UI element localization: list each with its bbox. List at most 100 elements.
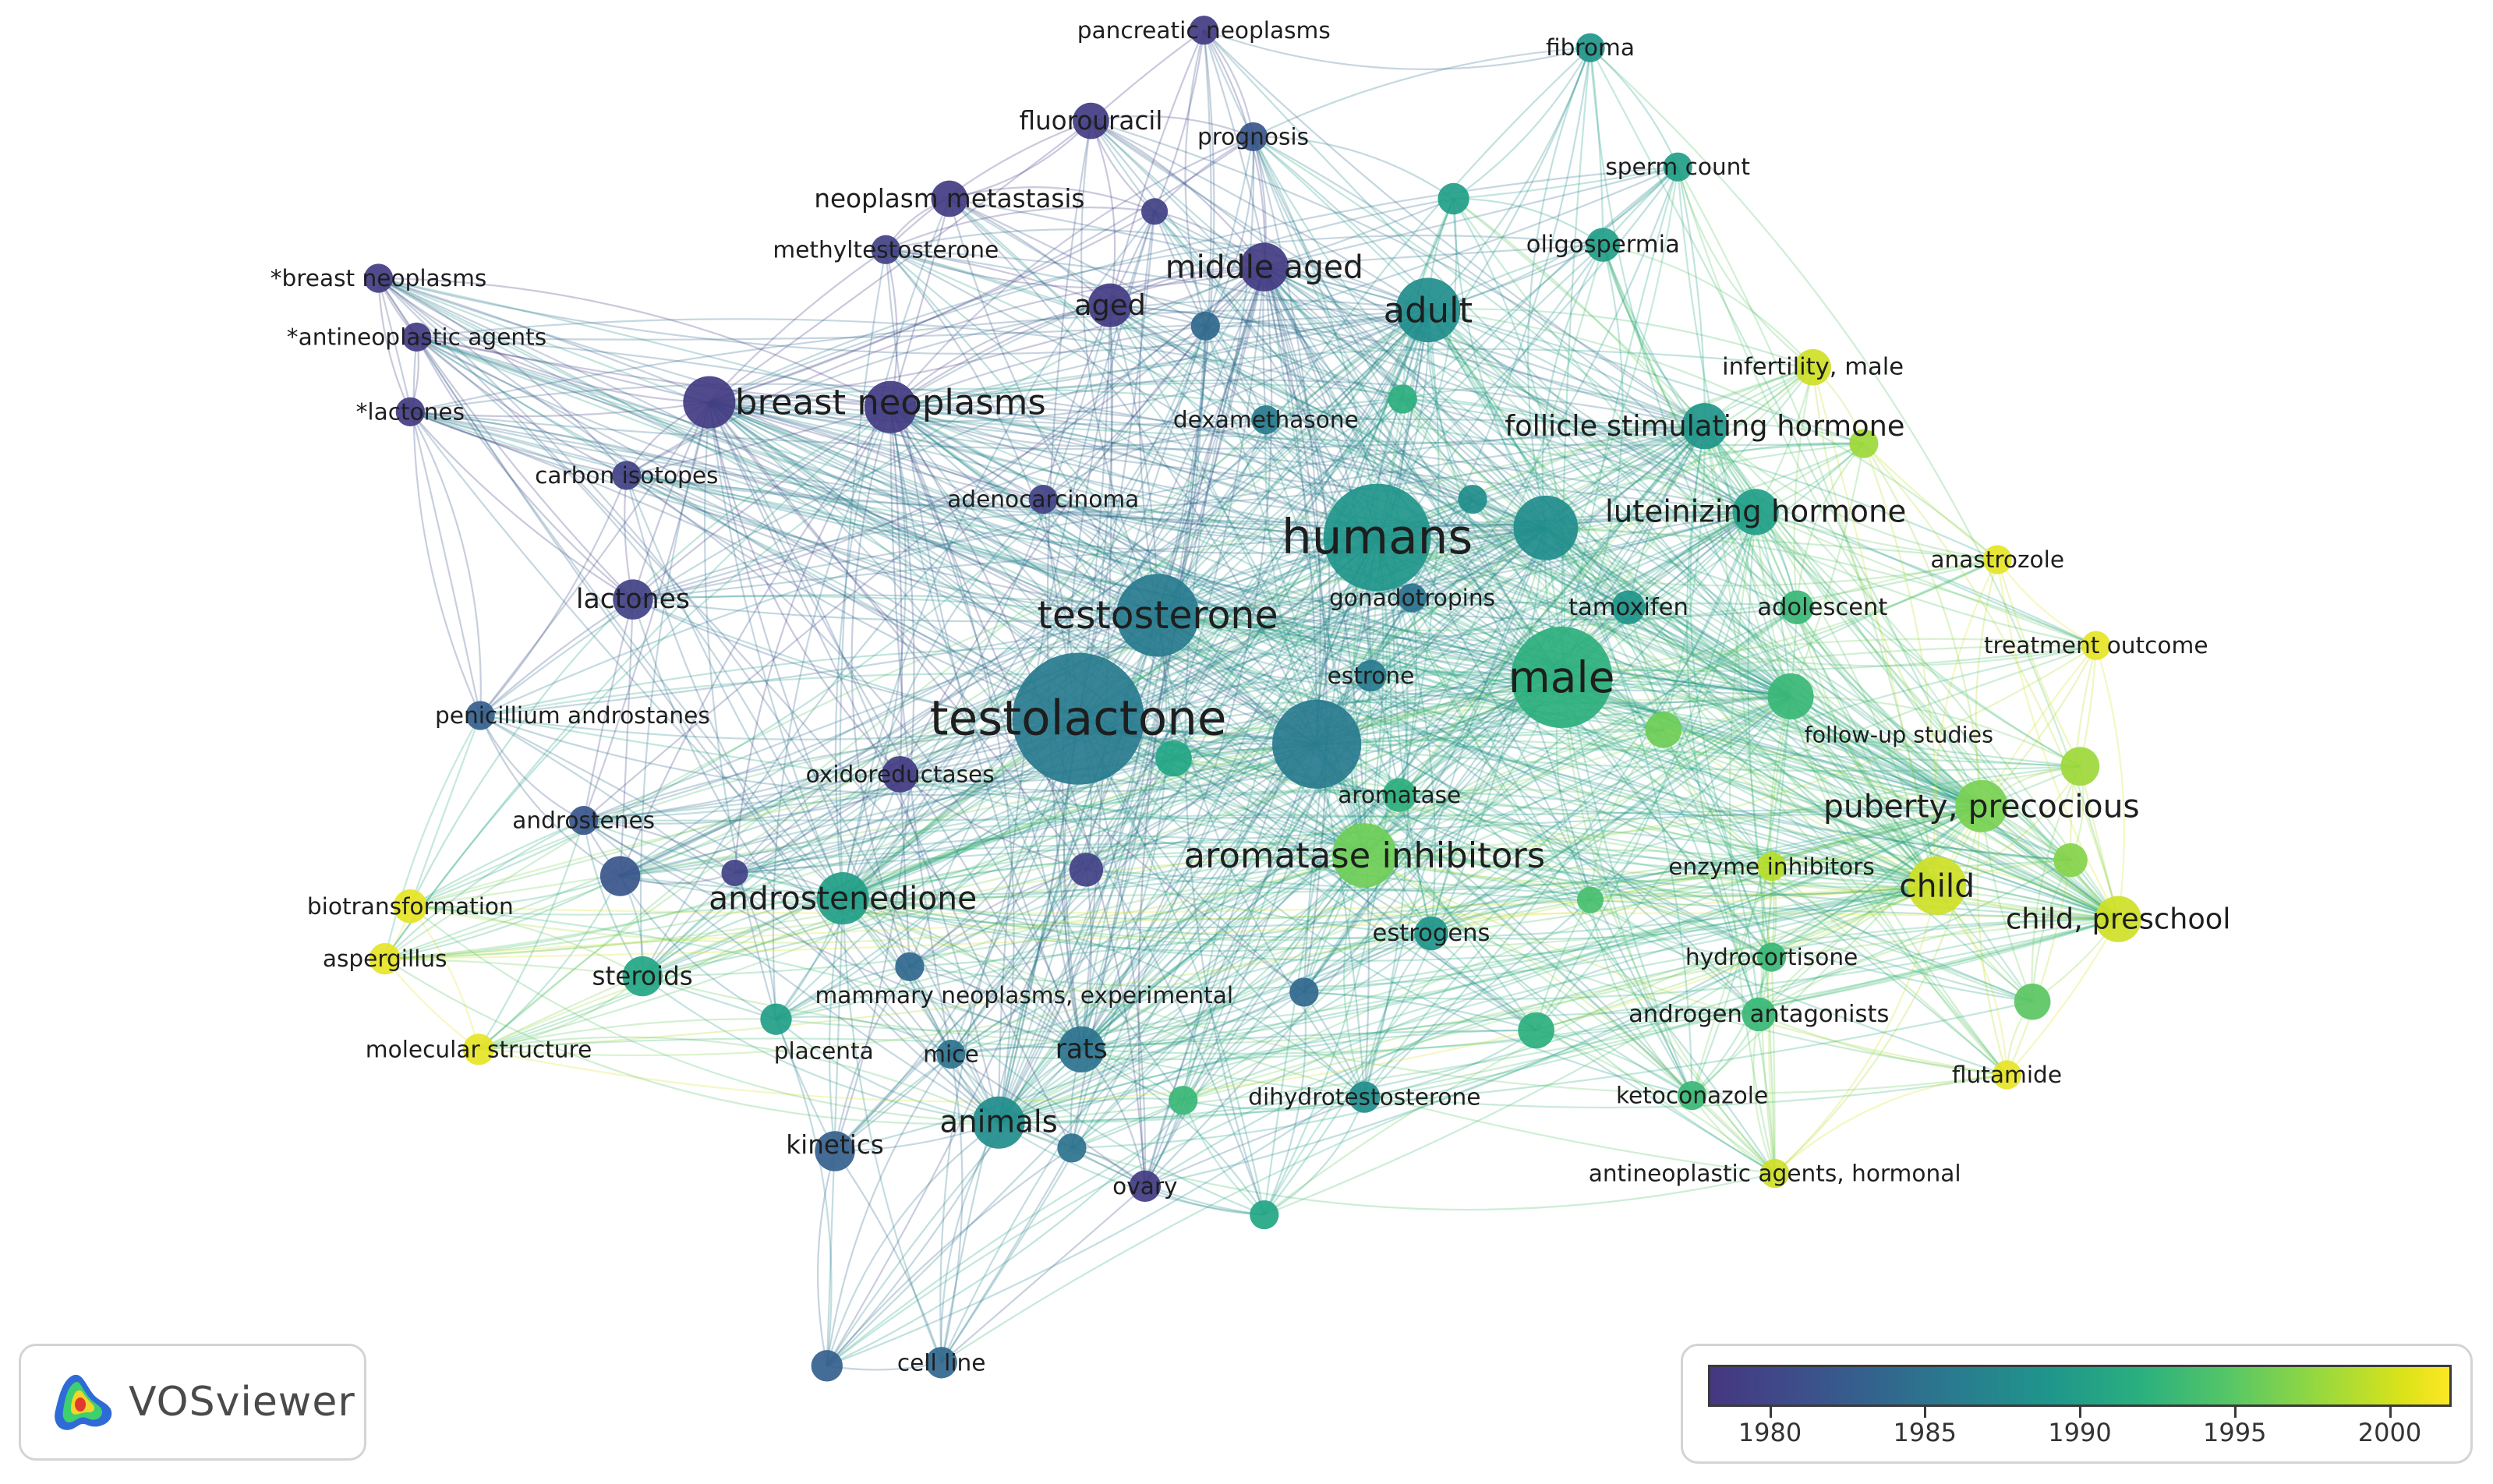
node-treatment-outcome[interactable]: [2081, 631, 2111, 660]
node-testolactone[interactable]: [1012, 652, 1144, 785]
node-extra-c[interactable]: [1155, 740, 1192, 777]
node-kinetics[interactable]: [815, 1131, 855, 1171]
node-extra-r[interactable]: [1057, 1133, 1087, 1163]
label-hydrocortisone[interactable]: hydrocortisone: [1685, 944, 1858, 970]
node-fluorouracil[interactable]: [1073, 102, 1109, 140]
node-lh-hub[interactable]: [1513, 495, 1579, 560]
node-extra-i[interactable]: [1388, 384, 1417, 414]
label-humans[interactable]: humans: [1282, 510, 1473, 565]
node-fibroma[interactable]: [1575, 33, 1605, 62]
node-child-preschool[interactable]: [2095, 896, 2141, 942]
label-mammary-neoplasms-experimental[interactable]: mammary neoplasms, experimental: [815, 982, 1233, 1009]
node-steroids[interactable]: [622, 956, 663, 997]
node-child[interactable]: [1908, 856, 1967, 915]
node-breast-neoplasms-star[interactable]: [363, 263, 394, 293]
node-neoplasm-metastasis[interactable]: [931, 180, 968, 217]
node-dexamethasone[interactable]: [1251, 405, 1281, 435]
label-neoplasm-metastasis[interactable]: neoplasm metastasis: [814, 184, 1084, 214]
node-oligospermia[interactable]: [1586, 228, 1621, 262]
label-steroids[interactable]: steroids: [592, 962, 693, 991]
node-testosterone[interactable]: [1116, 574, 1200, 657]
label-follow-up-studies[interactable]: follow-up studies: [1805, 721, 1993, 747]
node-penicillium-androstanes[interactable]: [465, 701, 495, 730]
node-lactones[interactable]: [613, 579, 653, 620]
node-extra-t[interactable]: [1169, 1086, 1198, 1115]
node-hub-aromatase[interactable]: [1272, 699, 1362, 789]
label-oxidoreductases[interactable]: oxidoreductases: [806, 761, 995, 787]
node-aged[interactable]: [1087, 283, 1132, 327]
label-lactones[interactable]: lactones: [576, 584, 690, 615]
node-extra-u[interactable]: [1849, 429, 1879, 458]
label-penicillium-androstanes[interactable]: penicillium androstanes: [435, 702, 710, 729]
label-male[interactable]: male: [1508, 652, 1615, 702]
label-mice[interactable]: mice: [923, 1041, 979, 1068]
label-testosterone[interactable]: testosterone: [1038, 593, 1278, 638]
label-adult[interactable]: adult: [1384, 289, 1473, 330]
node-mice[interactable]: [936, 1039, 966, 1069]
node-extra-q[interactable]: [1250, 1200, 1279, 1230]
node-androstenes[interactable]: [569, 806, 599, 836]
node-flutamide[interactable]: [1992, 1060, 2022, 1090]
node-extra-m[interactable]: [1190, 311, 1220, 341]
label-middle-aged[interactable]: middle aged: [1165, 249, 1363, 286]
node-prognosis[interactable]: [1238, 122, 1268, 152]
node-extra-d[interactable]: [1645, 712, 1682, 748]
node-infertility-male[interactable]: [1795, 348, 1831, 386]
label-adolescent[interactable]: adolescent: [1757, 594, 1887, 621]
label-androstenedione[interactable]: androstenedione: [709, 880, 977, 917]
label-rats[interactable]: rats: [1056, 1034, 1108, 1065]
label-cell-line[interactable]: cell line: [897, 1349, 986, 1376]
node-puberty-precocious[interactable]: [1955, 779, 2008, 832]
label-aromatase[interactable]: aromatase: [1338, 782, 1461, 808]
label-fibroma[interactable]: fibroma: [1546, 34, 1635, 61]
node-oxidoreductases[interactable]: [882, 756, 918, 793]
node-pancreatic-neoplasms[interactable]: [1189, 16, 1218, 45]
label-tamoxifen[interactable]: tamoxifen: [1568, 594, 1689, 621]
label-pancreatic-neoplasms[interactable]: pancreatic neoplasms: [1077, 17, 1331, 44]
label-ovary[interactable]: ovary: [1112, 1173, 1177, 1200]
label-biotransformation[interactable]: biotransformation: [307, 893, 514, 920]
label-puberty-precocious[interactable]: puberty, precocious: [1823, 787, 2140, 825]
label-placenta[interactable]: placenta: [774, 1037, 874, 1064]
node-extra-s[interactable]: [721, 859, 748, 887]
label-breast-neoplasms-star[interactable]: *breast neoplasms: [271, 265, 487, 292]
label-prognosis[interactable]: prognosis: [1197, 123, 1309, 150]
label-sperm-count[interactable]: sperm count: [1605, 154, 1750, 180]
node-aromatase-inhibitors[interactable]: [1331, 823, 1397, 888]
node-adolescent[interactable]: [1780, 590, 1814, 625]
label-breast-neoplasms[interactable]: breast neoplasms: [735, 382, 1046, 423]
node-rats[interactable]: [1058, 1026, 1105, 1073]
node-estrone[interactable]: [1355, 659, 1387, 692]
label-aromatase-inhibitors[interactable]: aromatase inhibitors: [1183, 835, 1545, 876]
label-child[interactable]: child: [1899, 867, 1975, 904]
node-sperm-count[interactable]: [1663, 152, 1692, 182]
label-animals[interactable]: animals: [939, 1105, 1058, 1140]
label-carbon-isotopes[interactable]: carbon isotopes: [535, 462, 718, 489]
node-cell-line[interactable]: [925, 1347, 957, 1379]
label-adenocarcinoma[interactable]: adenocarcinoma: [947, 486, 1139, 513]
node-animals[interactable]: [972, 1096, 1025, 1149]
node-male[interactable]: [1511, 627, 1613, 729]
node-adult[interactable]: [1395, 277, 1461, 343]
label-infertility-male[interactable]: infertility, male: [1722, 354, 1904, 381]
node-aromatase[interactable]: [1382, 778, 1416, 812]
node-aspergillus[interactable]: [369, 942, 401, 975]
label-estrogens[interactable]: estrogens: [1373, 920, 1490, 947]
label-fluorouracil[interactable]: fluorouracil: [1019, 106, 1162, 136]
node-androstenedione[interactable]: [816, 872, 869, 925]
label-antineoplastic-agents-hormonal[interactable]: antineoplastic agents, hormonal: [1589, 1161, 1961, 1187]
node-extra-o[interactable]: [811, 1350, 843, 1382]
node-extra-n[interactable]: [1576, 886, 1604, 913]
node-estrogens[interactable]: [1414, 916, 1448, 951]
node-adenocarcinoma[interactable]: [1028, 484, 1058, 514]
label-androstenes[interactable]: androstenes: [512, 807, 655, 834]
node-enzyme-inhibitors[interactable]: [1756, 852, 1787, 882]
node-luteinizing-hormone[interactable]: [1732, 489, 1779, 535]
label-estrone[interactable]: estrone: [1328, 662, 1415, 689]
node-anastrozole[interactable]: [1982, 545, 2012, 574]
label-kinetics[interactable]: kinetics: [786, 1130, 884, 1160]
node-extra-f[interactable]: [2014, 983, 2051, 1020]
node-breast-neoplasms-2[interactable]: [864, 380, 917, 433]
